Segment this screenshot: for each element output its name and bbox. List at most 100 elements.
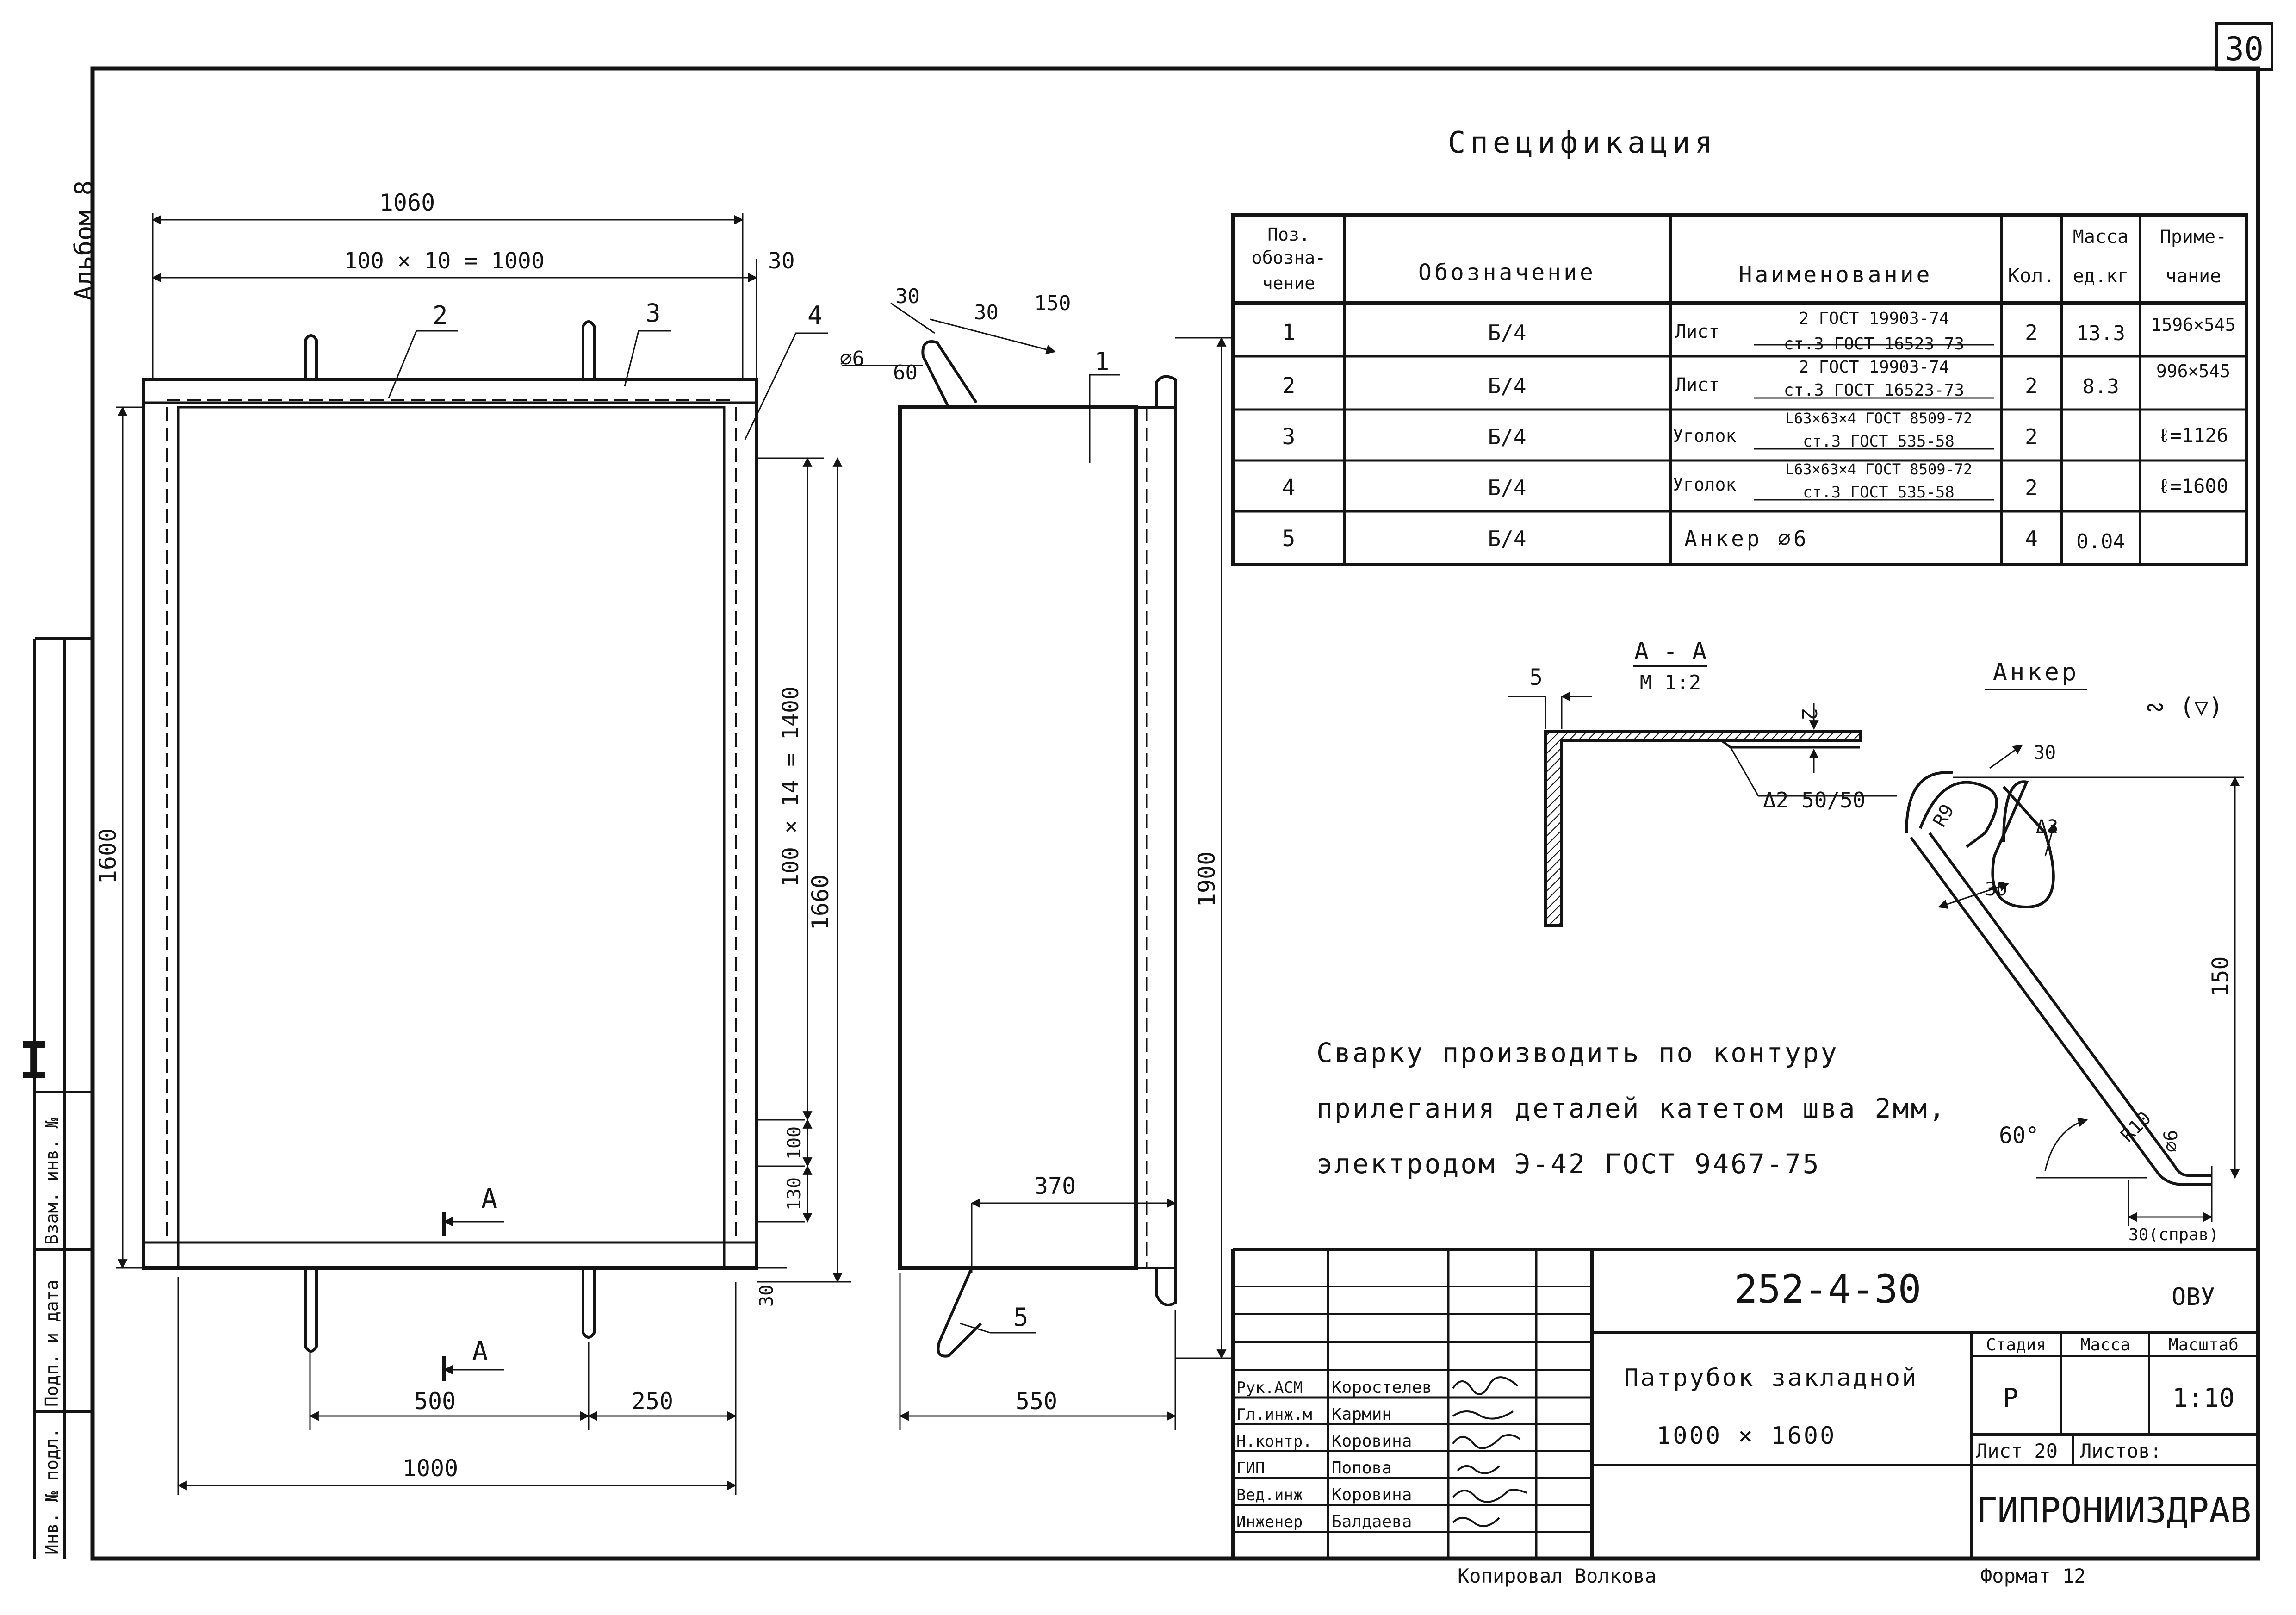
side-dim-30b: 30: [974, 301, 999, 324]
outer-frame: [90, 66, 2260, 1561]
spec-row-qty: 2: [2025, 475, 2038, 500]
spec-header-mass-2: ед.кг: [2073, 266, 2128, 287]
spec-row-name-bottom: ст.3 ГОСТ 16523-73: [1784, 381, 1964, 400]
stamp-cell-sign: Подп. и дата: [42, 1280, 62, 1407]
spec-row-note: ℓ=1126: [2158, 424, 2228, 447]
left-stamp-marker: I: [19, 1031, 49, 1090]
name-2: Кармин: [1332, 1405, 1392, 1424]
role-5: Вед.инж: [1236, 1486, 1303, 1504]
section-aa: [1508, 665, 1897, 927]
sheets-label: Листов:: [2080, 1440, 2162, 1462]
weld-note-line-1: Сварку производить по контуру: [1316, 1037, 1839, 1068]
anchor-finish: ∾ (▽): [2145, 693, 2223, 721]
spec-row-note: ℓ=1600: [2158, 475, 2228, 497]
sheet-number: 30: [2225, 30, 2264, 68]
callout-4: 4: [807, 301, 823, 330]
spec-row: 2 Б/4 Лист 2 ГОСТ 19903-74 ст.3 ГОСТ 165…: [1282, 358, 2231, 400]
section-mark-top: А: [481, 1183, 497, 1214]
signature: [1452, 1489, 1527, 1503]
side-callout-5: 5: [1013, 1303, 1029, 1332]
side-dim-phi6: ⌀6: [840, 347, 864, 371]
anchor-dim-30-top: 30: [2034, 742, 2056, 764]
dim-pitch-horizontal: 100 × 10 = 1000: [344, 248, 544, 274]
spec-row-name-main: Уголок: [1673, 474, 1736, 495]
dim-pitch-vertical: 100 × 14 = 1400: [778, 686, 804, 887]
spec-row-qty: 2: [2025, 424, 2038, 449]
spec-header-note-1: Приме-: [2160, 226, 2227, 248]
spec-row-mass: 8.3: [2082, 375, 2119, 398]
spec-row-pos: 3: [1282, 424, 1296, 450]
spec-header-qty: Кол.: [2008, 264, 2054, 287]
spec-row-qty: 4: [2025, 526, 2038, 551]
spec-row-name-bottom: ст.3 ГОСТ 535-58: [1803, 483, 1955, 502]
anchor-dim-30-mid: 30: [1985, 879, 2007, 900]
section-aa-dim-5: 5: [1529, 665, 1543, 690]
side-dim-30a: 30: [895, 285, 920, 308]
spec-row-designation: Б/4: [1488, 373, 1526, 398]
stage-value: Р: [2003, 1383, 2018, 1413]
stage-label: Стадия: [1986, 1335, 2046, 1354]
dim-100: 100: [784, 1126, 805, 1160]
anchor-dim-angle: 60°: [1999, 1123, 2039, 1149]
name-6: Балдаева: [1332, 1512, 1412, 1531]
left-stamp: [33, 637, 93, 1559]
doc-number: 252-4-30: [1734, 1267, 1922, 1312]
side-dim-150: 150: [1034, 292, 1071, 315]
spec-table: [1231, 213, 2248, 566]
side-dim-370: 370: [1034, 1173, 1076, 1199]
spec-row-name-main: Анкер ⌀6: [1684, 526, 1809, 551]
spec-row-name-top: 2 ГОСТ 19903-74: [1799, 309, 1949, 328]
dim-outer-height: 1660: [807, 875, 834, 930]
stamp-cell-inv: Инв. № подл.: [42, 1428, 62, 1555]
dim-1000: 1000: [403, 1455, 458, 1482]
anchor-title: Анкер: [1993, 658, 2079, 686]
weld-note-line-3: электродом Э-42 ГОСТ 9467-75: [1316, 1148, 1821, 1180]
sheet-label: Лист 20: [1976, 1440, 2058, 1462]
front-view: [116, 213, 851, 1495]
spec-row: 3 Б/4 Уголок L63×63×4 ГОСТ 8509-72 ст.3 …: [1282, 410, 2228, 451]
title-block-frame: [1231, 1248, 2258, 1559]
stamp-cell-replace: Взам. инв. №: [42, 1118, 62, 1245]
spec-row-name-main: Лист: [1675, 374, 1719, 396]
title-line-2: 1000 × 1600: [1657, 1422, 1836, 1450]
role-3: Н.контр.: [1236, 1432, 1312, 1451]
anchor-dim-30-right: 30(справ): [2128, 1225, 2219, 1244]
anchor-dim-phi6: ⌀6: [2160, 1130, 2182, 1152]
spec-header-note-2: чание: [2166, 266, 2221, 287]
side-dim-angle: 60: [893, 361, 918, 385]
title-line-1: Патрубок закладной: [1624, 1364, 1918, 1392]
spec-row-pos: 1: [1282, 320, 1296, 346]
spec-row-name-top: 2 ГОСТ 19903-74: [1799, 358, 1949, 377]
spec-row-qty: 2: [2025, 320, 2038, 345]
name-5: Коровина: [1332, 1485, 1412, 1504]
spec-row-qty: 2: [2025, 373, 2038, 398]
spec-row-mass: 0.04: [2076, 530, 2125, 553]
spec-header-pos-2: обозна-: [1252, 248, 1326, 268]
spec-title: Спецификация: [1448, 126, 1717, 160]
anchor-dim-r9: R9: [1929, 801, 1959, 831]
signature: [1452, 1376, 1519, 1395]
dim-500: 500: [414, 1388, 456, 1415]
signature: [1452, 1410, 1514, 1420]
anchor-detail: [1905, 689, 2244, 1226]
scale-label: Масштаб: [2168, 1335, 2239, 1354]
anchor-dim-150: 150: [2208, 957, 2234, 997]
spec-row-name-bottom: ст.3 ГОСТ 535-58: [1803, 432, 1955, 451]
side-dim-1900: 1900: [1193, 851, 1220, 907]
spec-header-mass-1: Масса: [2073, 226, 2128, 248]
role-1: Рук.АСМ: [1236, 1379, 1303, 1397]
spec-header-name: Наименование: [1739, 262, 1933, 288]
signature: [1452, 1517, 1500, 1527]
name-1: Коростелев: [1332, 1378, 1432, 1397]
copied-by: Копировал Волкова: [1458, 1565, 1657, 1587]
dim-overall-width: 1060: [379, 189, 435, 216]
spec-header-pos-3: чение: [1262, 273, 1315, 293]
anchor-dim-r10: R10: [2117, 1107, 2156, 1146]
spec-row: 5 Б/4 Анкер ⌀6 4 0.04: [1282, 526, 2125, 553]
signature: [1457, 1465, 1500, 1474]
role-2: Гл.инж.м: [1236, 1405, 1312, 1424]
spec-row-name-top: L63×63×4 ГОСТ 8509-72: [1785, 410, 1973, 427]
spec-row-name-main: Лист: [1675, 321, 1719, 342]
dim-height: 1600: [94, 828, 121, 884]
